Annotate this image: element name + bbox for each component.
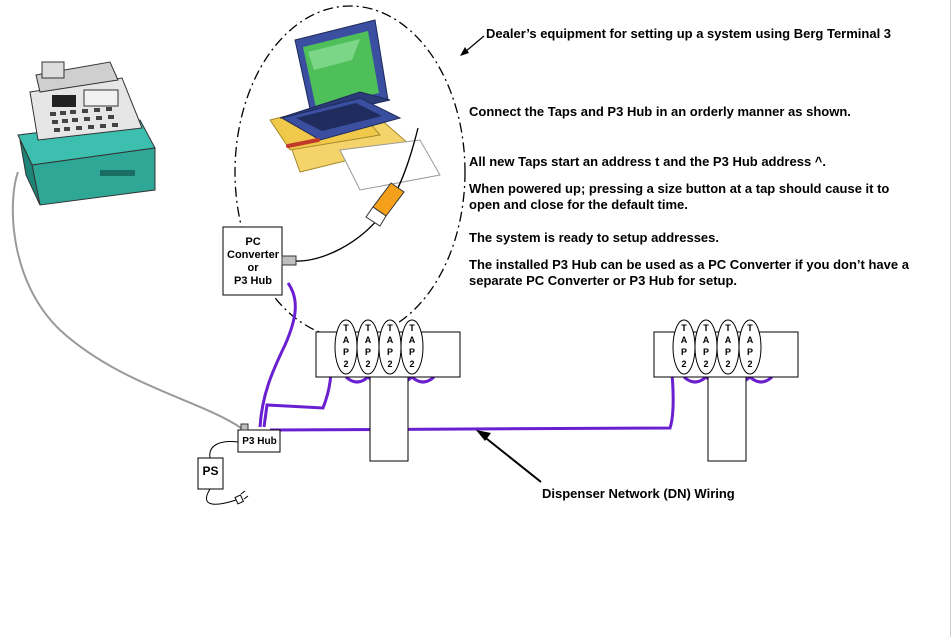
tap-letter: A — [681, 335, 688, 345]
tap-letter: 2 — [387, 359, 392, 369]
tap-letter: 2 — [681, 359, 686, 369]
tap-letter: T — [365, 323, 371, 333]
pc-converter-port — [281, 255, 297, 266]
tap-letter: T — [409, 323, 415, 333]
power-cord — [205, 441, 239, 505]
tap-letter: P — [387, 347, 393, 357]
tap-letter: A — [703, 335, 710, 345]
tap-icon: TAP 2 — [356, 319, 380, 375]
note-1: Connect the Taps and P3 Hub in an orderl… — [469, 104, 851, 119]
title-note: Dealer’s equipment for setting up a syst… — [486, 26, 892, 41]
tap-letter: P — [365, 347, 371, 357]
p3-hub-label: P3 Hub — [242, 436, 277, 447]
tap-icon: TAP 2 — [400, 319, 424, 375]
tap-letter: T — [725, 323, 731, 333]
tap-icon: TAP 2 — [694, 319, 718, 375]
tap-letter: A — [387, 335, 394, 345]
note-5: The installed P3 Hub can be used as a PC… — [469, 257, 909, 288]
pc-converter-line-4: P3 Hub — [234, 275, 272, 287]
tap-letter: A — [365, 335, 372, 345]
tap-letter: A — [409, 335, 416, 345]
title-arrow-icon — [460, 35, 485, 56]
tap-letter: 2 — [747, 359, 752, 369]
tap-icon: TAP 2 — [716, 319, 740, 375]
tap-letter: P — [409, 347, 415, 357]
tap-letter: T — [343, 323, 349, 333]
dn-wiring-label: Dispenser Network (DN) Wiring — [542, 486, 735, 501]
pc-converter-box — [222, 226, 283, 296]
dn-arrow-icon — [476, 430, 542, 483]
tap-icon: TAP 2 — [334, 319, 358, 375]
note-3: When powered up; pressing a size button … — [469, 181, 890, 212]
pc-converter-line-3: or — [247, 262, 259, 274]
tap-letter: P — [681, 347, 687, 357]
p3-hub-port — [240, 423, 249, 431]
tap-letter: 2 — [343, 359, 348, 369]
tap-letter: T — [703, 323, 709, 333]
serial-connector-icon — [365, 182, 405, 227]
tap-letter: 2 — [409, 359, 414, 369]
tap-letter: P — [343, 347, 349, 357]
tap-letter: T — [747, 323, 753, 333]
tap-letter: P — [747, 347, 753, 357]
tap-letter: A — [747, 335, 754, 345]
pc-converter-line-1: PC — [245, 236, 261, 248]
note-2: All new Taps start an address t and the … — [469, 154, 826, 169]
tap-letter: 2 — [365, 359, 370, 369]
cash-register-icon — [11, 61, 242, 429]
tap-icon: TAP 2 — [738, 319, 762, 375]
note-4: The system is ready to setup addresses. — [469, 230, 719, 245]
tap-letter: 2 — [725, 359, 730, 369]
pc-converter-line-2: Converter — [227, 249, 279, 261]
tap-letter: P — [703, 347, 709, 357]
laptop-icon — [269, 19, 441, 191]
power-supply-box — [197, 457, 224, 490]
tap-letter: A — [343, 335, 350, 345]
ps-label: PS — [202, 464, 219, 478]
tap-letter: T — [681, 323, 687, 333]
tap-icon: TAP 2 — [378, 319, 402, 375]
tap-letter: 2 — [703, 359, 708, 369]
p3-hub-box — [237, 429, 281, 453]
tap-icon: TAP 2 — [672, 319, 696, 375]
plug-icon — [234, 490, 249, 505]
tap-letter: T — [387, 323, 393, 333]
tap-letter: P — [725, 347, 731, 357]
pc-converter-label: PC Converter or P3 Hub — [224, 236, 282, 288]
tap-letter: A — [725, 335, 732, 345]
